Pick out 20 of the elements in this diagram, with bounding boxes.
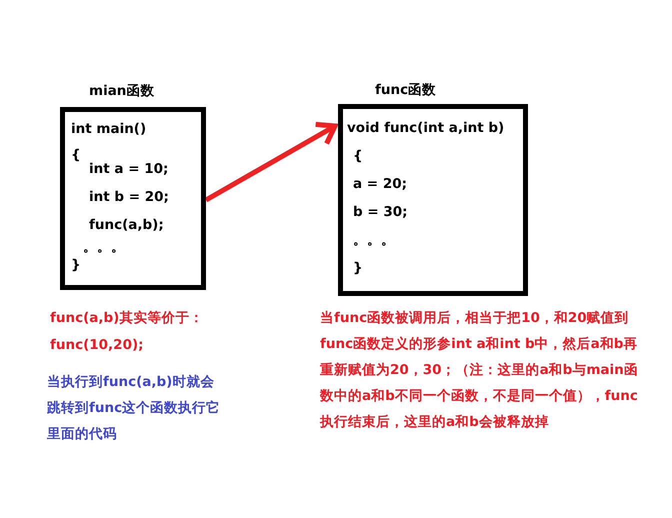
code-line: }	[71, 256, 81, 274]
code-line: 。。。	[83, 238, 125, 256]
code-line: void func(int a,int b)	[347, 119, 504, 137]
code-line: int a = 10;	[89, 160, 168, 178]
code-line: 。。。	[353, 231, 395, 249]
note-text: 当执行到func(a,b)时就会跳转到func这个函数执行它里面的代码	[47, 373, 222, 444]
code-line: b = 30;	[353, 203, 408, 221]
code-line: {	[71, 146, 81, 164]
arrow	[204, 122, 338, 202]
code-line: }	[353, 259, 363, 277]
code-line: func(a,b);	[89, 216, 164, 234]
note-text: 当func函数被调用后，相当于把10，和20赋值到func函数定义的形参int a和int b中，然后a和b再重新赋值为20，30；（注：这里的a和b与main函数中的a和b不同一个函数，不是同一个值），func执行结束后，这里的a和b会被释放掉	[320, 309, 639, 432]
note-text: func(a,b)其实等价于：	[50, 309, 204, 328]
code-line: {	[353, 147, 363, 165]
heading: func函数	[375, 81, 436, 99]
code-line: a = 20;	[353, 175, 408, 193]
note-text: func(10,20);	[50, 336, 145, 355]
code-line: int b = 20;	[89, 188, 169, 206]
heading: mian函数	[89, 82, 154, 100]
code-line: int main()	[71, 120, 146, 138]
